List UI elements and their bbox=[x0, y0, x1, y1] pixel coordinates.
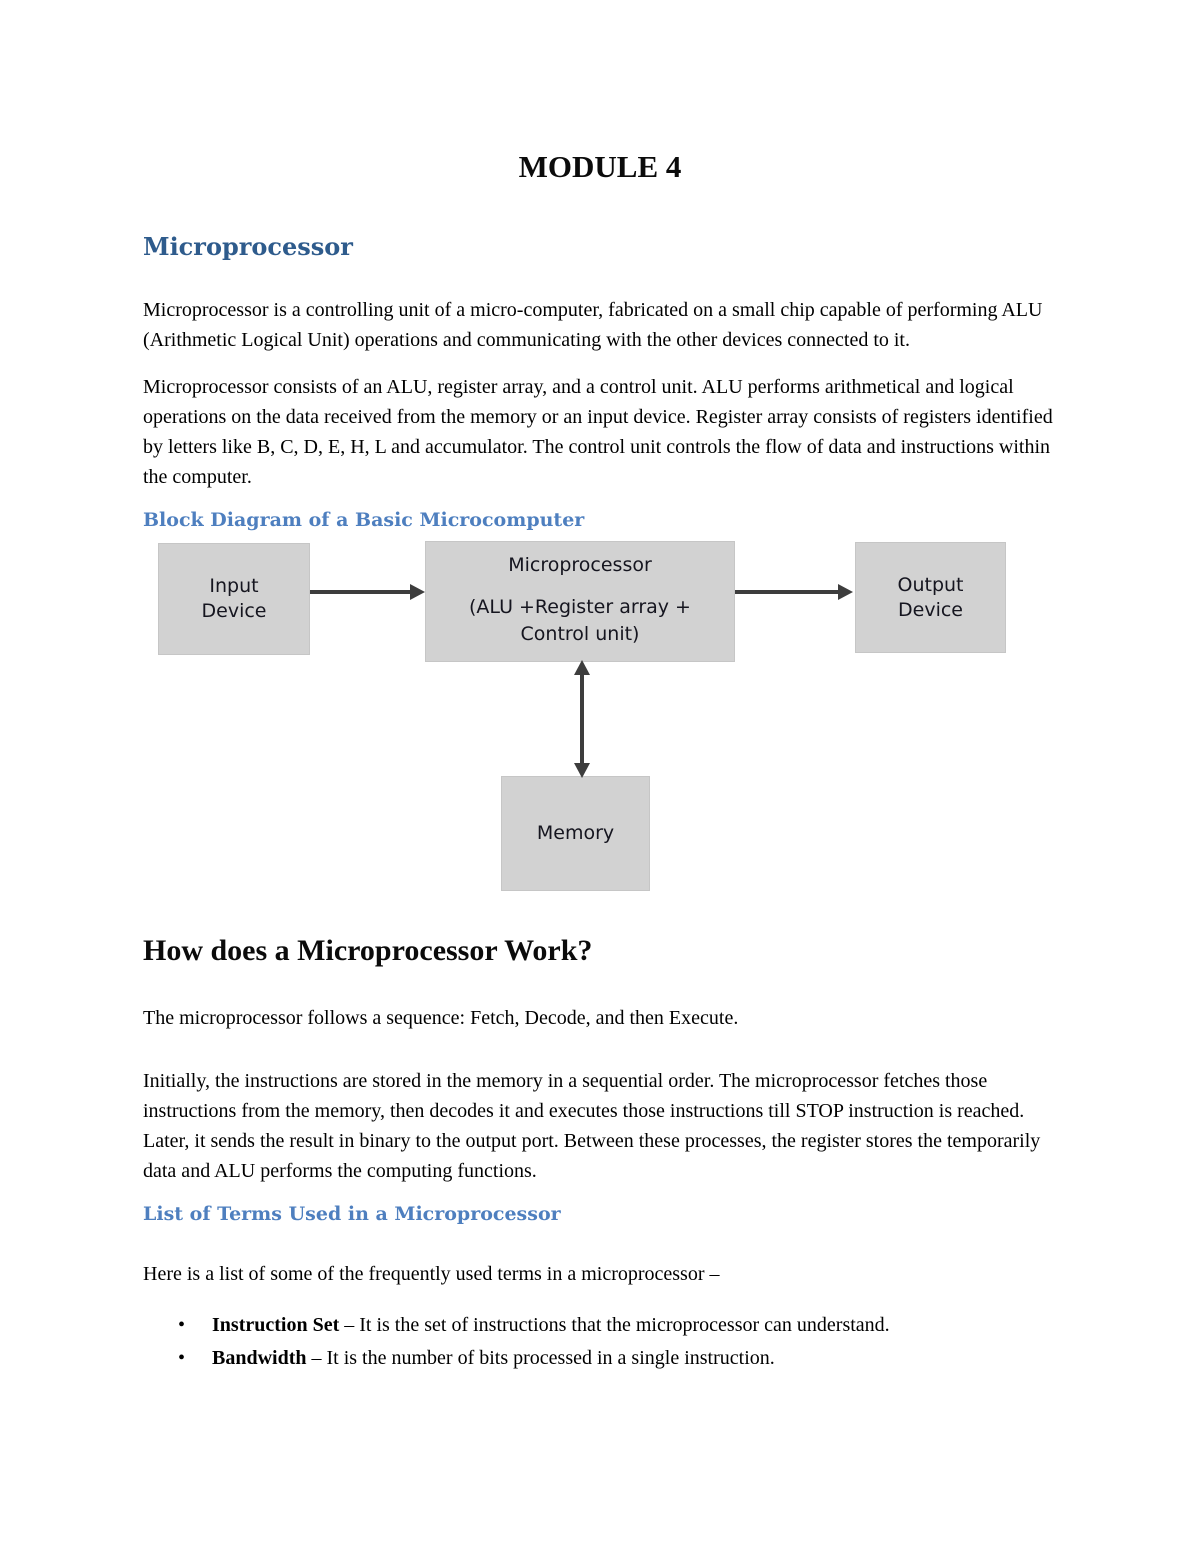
arrow-micro-to-output bbox=[735, 590, 840, 594]
arrow-right-icon bbox=[838, 584, 853, 600]
arrow-down-icon bbox=[574, 763, 590, 778]
input-device-label-line1: Input bbox=[209, 575, 259, 597]
microprocessor-box: Microprocessor (ALU +Register array + Co… bbox=[425, 541, 735, 662]
input-device-box: Input Device bbox=[158, 543, 310, 655]
paragraph-fetch-decode-execute: Initially, the instructions are stored i… bbox=[143, 1070, 1041, 1182]
page-title: MODULE 4 bbox=[518, 149, 682, 184]
term-name: Bandwidth bbox=[212, 1347, 307, 1369]
block-diagram-heading: Block Diagram of a Basic Microcomputer bbox=[143, 509, 585, 531]
output-device-box: Output Device bbox=[855, 542, 1006, 653]
microprocessor-box-sub1: (ALU +Register array + bbox=[469, 596, 691, 618]
terms-intro: Here is a list of some of the frequently… bbox=[143, 1263, 720, 1285]
input-device-label-line2: Device bbox=[201, 600, 267, 622]
terms-list: Instruction Set – It is the set of instr… bbox=[143, 1309, 1057, 1375]
paragraph-micro-definition: Microprocessor is a controlling unit of … bbox=[143, 299, 1043, 351]
memory-box: Memory bbox=[501, 776, 650, 891]
microprocessor-heading: Microprocessor bbox=[143, 232, 353, 261]
microprocessor-box-sub2: Control unit) bbox=[520, 623, 640, 645]
term-name: Instruction Set bbox=[212, 1314, 340, 1336]
arrow-micro-memory bbox=[580, 673, 584, 765]
arrow-input-to-micro bbox=[310, 590, 412, 594]
block-diagram: Input Device Microprocessor (ALU +Regist… bbox=[0, 541, 1200, 896]
arrow-up-icon bbox=[574, 660, 590, 675]
output-device-label-line2: Device bbox=[898, 598, 963, 621]
memory-box-label: Memory bbox=[536, 822, 615, 844]
list-item-instruction-set: Instruction Set – It is the set of instr… bbox=[178, 1309, 1057, 1342]
list-item-bandwidth: Bandwidth – It is the number of bits pro… bbox=[178, 1342, 1057, 1375]
term-definition: – It is the number of bits processed in … bbox=[306, 1347, 775, 1369]
paragraph-sequence: The microprocessor follows a sequence: F… bbox=[143, 1007, 739, 1029]
output-device-label-line1: Output bbox=[897, 573, 964, 596]
microprocessor-box-title: Microprocessor bbox=[508, 554, 652, 576]
paragraph-micro-components: Microprocessor consists of an ALU, regis… bbox=[143, 376, 1053, 488]
how-works-heading: How does a Microprocessor Work? bbox=[143, 934, 593, 967]
term-definition: – It is the set of instructions that the… bbox=[339, 1314, 890, 1336]
arrow-right-icon bbox=[410, 584, 425, 600]
terms-heading: List of Terms Used in a Microprocessor bbox=[143, 1203, 561, 1225]
